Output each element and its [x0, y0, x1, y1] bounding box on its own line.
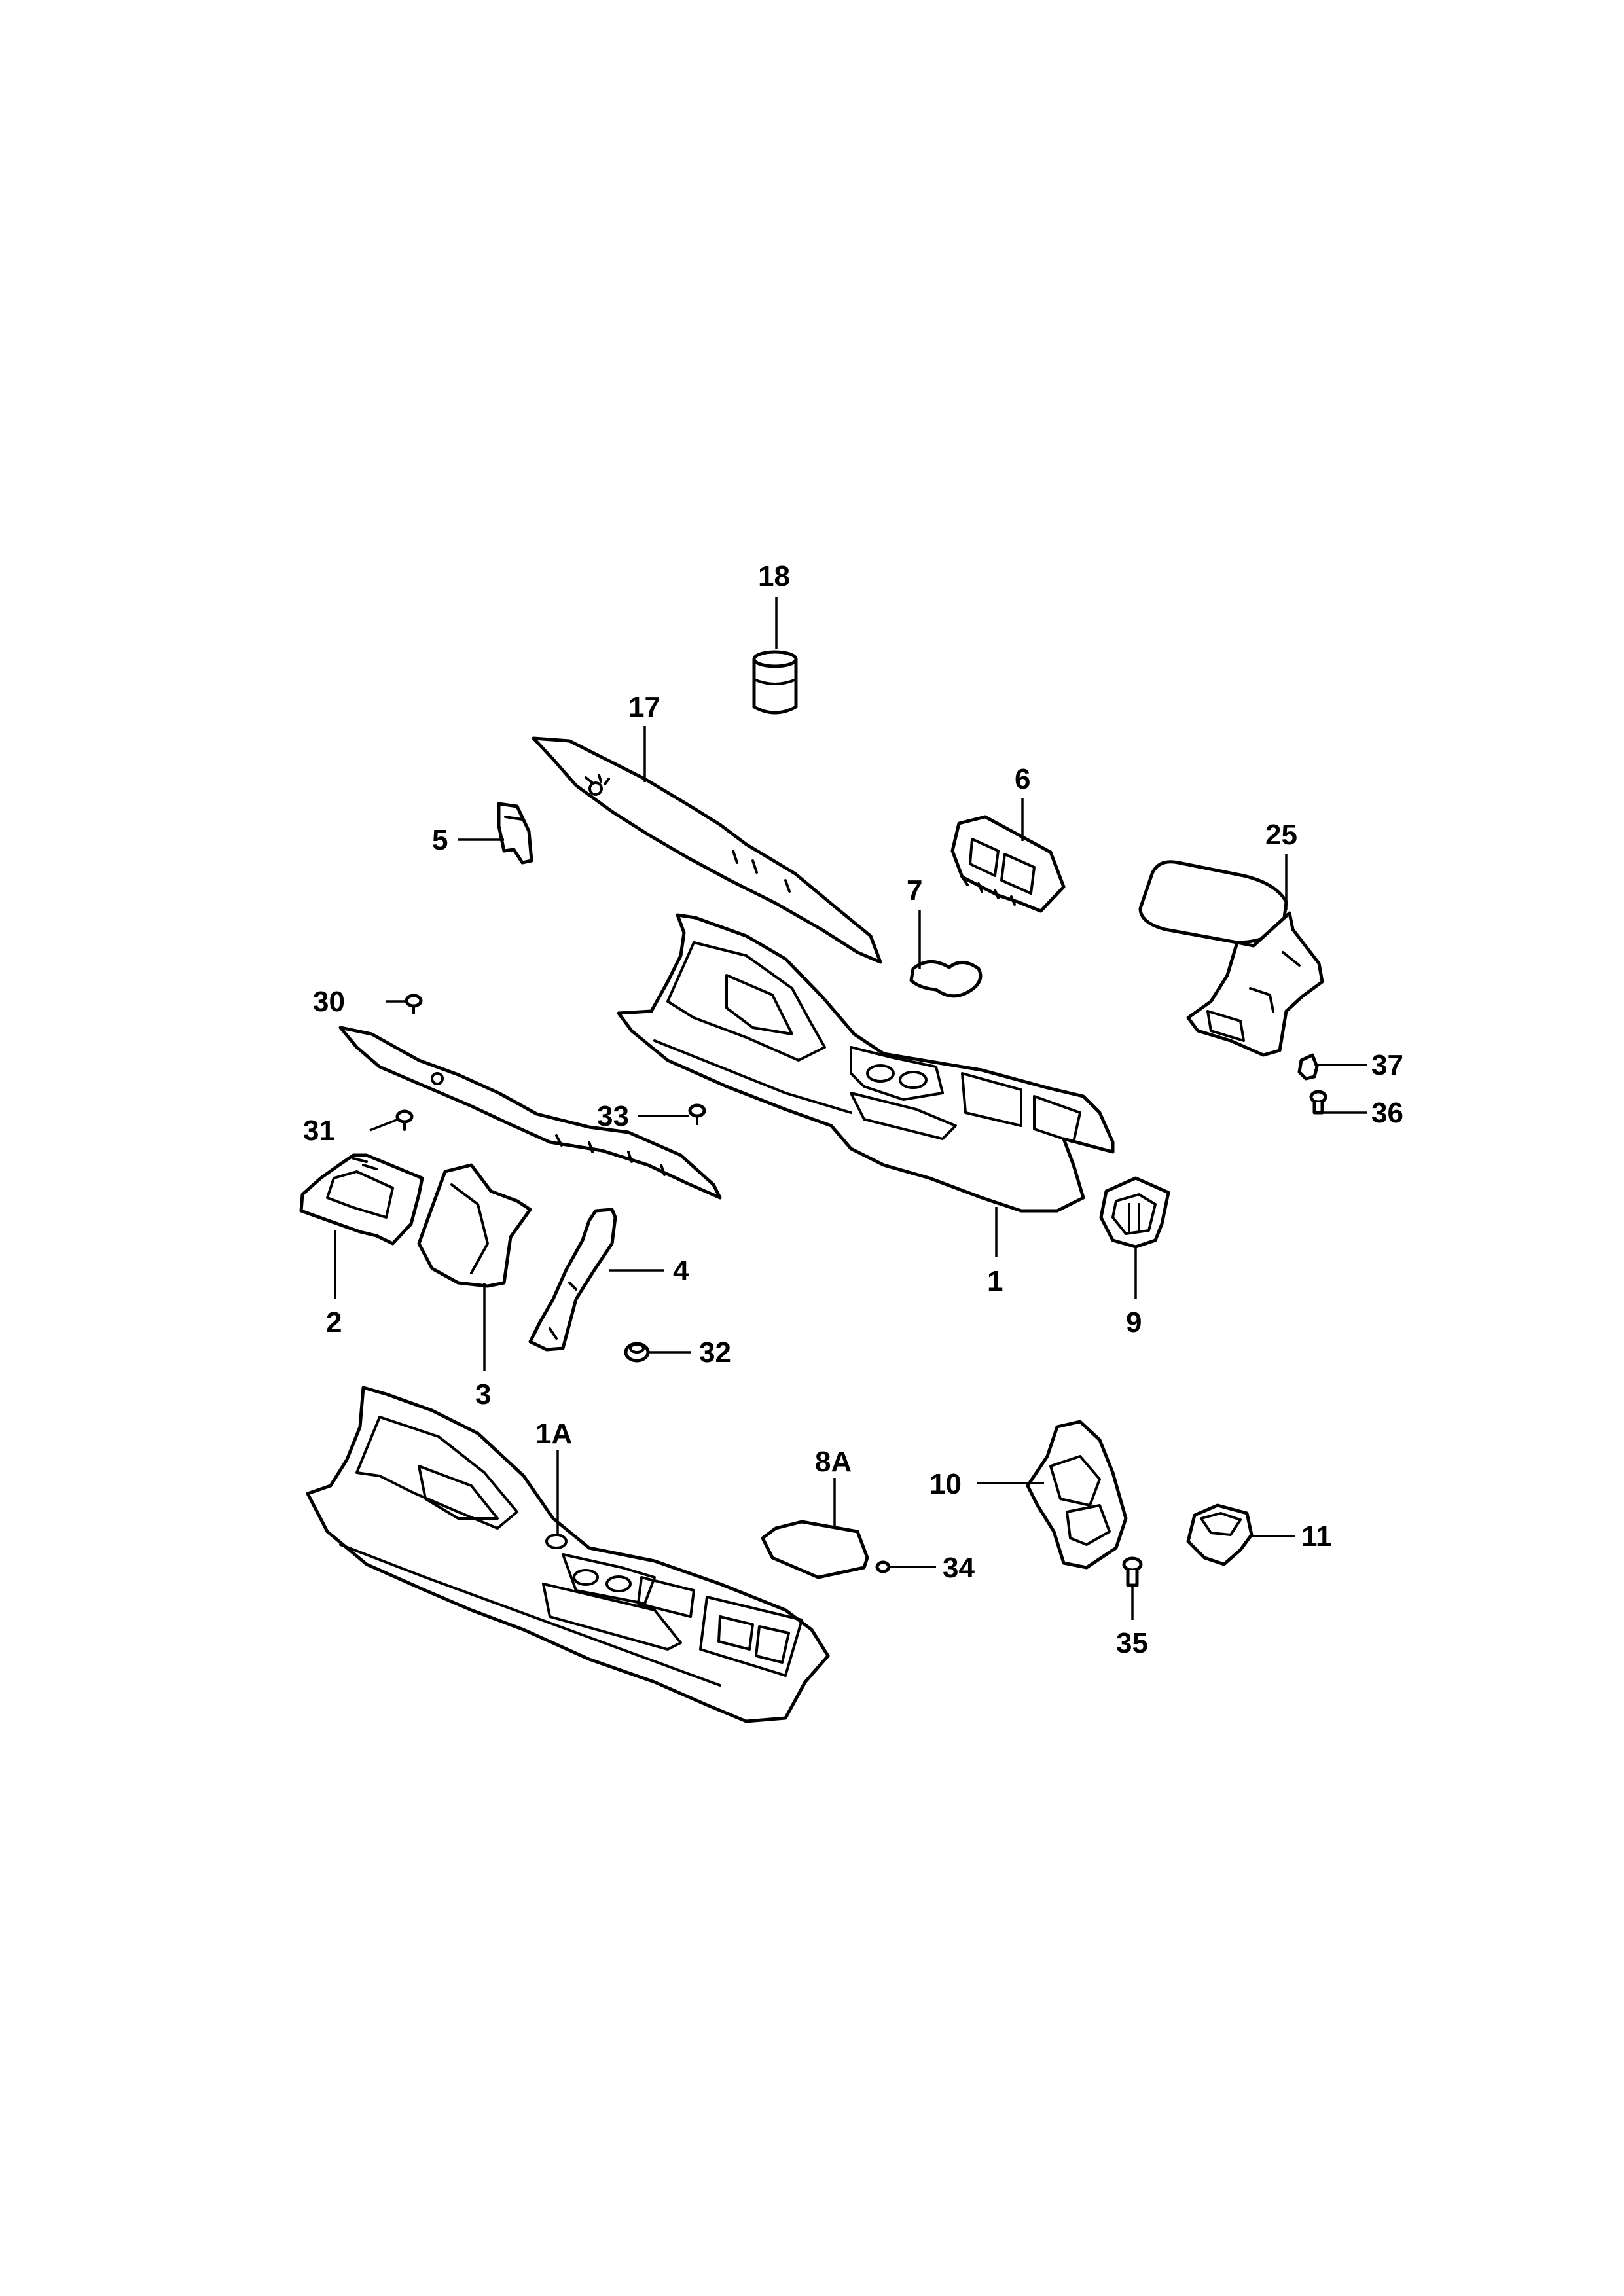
callout-labels: 18 17 5 6 7 25 30 37 36 31 33 4 1 9 2 32…: [303, 560, 1403, 1659]
callout-18: 18: [758, 560, 790, 592]
part-1A-center-console: [306, 1386, 830, 1723]
part-4-bracket: [528, 1208, 617, 1352]
callout-36: 36: [1371, 1097, 1403, 1129]
callout-1A: 1A: [535, 1418, 572, 1450]
callout-30: 30: [313, 986, 345, 1018]
callout-5: 5: [432, 824, 448, 856]
part-5-bracket: [497, 802, 533, 865]
part-31-screw: [395, 1109, 414, 1131]
callout-1: 1: [987, 1265, 1003, 1297]
part-30-screw: [405, 994, 423, 1014]
part-1-center-console: [617, 913, 1115, 1213]
part-18-knob: [752, 650, 798, 715]
callout-2: 2: [326, 1306, 342, 1338]
part-37-clip: [1297, 1053, 1319, 1081]
part-8A-cover: [761, 1520, 869, 1579]
callout-17: 17: [628, 691, 660, 723]
leader-lines: [334, 597, 1367, 1620]
callout-32: 32: [699, 1336, 731, 1369]
callout-31: 31: [303, 1115, 335, 1147]
part-7-mat: [909, 960, 983, 998]
callout-4: 4: [673, 1255, 689, 1287]
callout-9: 9: [1126, 1306, 1142, 1338]
part-2-bezel: [299, 1153, 424, 1246]
callout-3: 3: [475, 1378, 491, 1410]
callout-34: 34: [943, 1552, 975, 1584]
part-25-armrest: [1138, 860, 1324, 1057]
callout-10: 10: [929, 1468, 962, 1500]
part-3-curved-cover: [417, 1163, 532, 1288]
callout-11: 11: [1301, 1520, 1332, 1552]
part-11-switch: [1186, 1503, 1254, 1566]
callout-7: 7: [907, 874, 922, 906]
callout-8A: 8A: [815, 1446, 852, 1478]
callout-37: 37: [1371, 1049, 1403, 1081]
part-10-bezel: [1026, 1420, 1128, 1570]
part-35-bolt: [1122, 1556, 1143, 1587]
part-6-cupholder-insert: [950, 815, 1066, 913]
part-33-screw: [688, 1103, 706, 1125]
part-34-screw: [875, 1560, 891, 1573]
callout-6: 6: [1015, 763, 1030, 795]
callout-35: 35: [1116, 1627, 1148, 1659]
part-9-switch-panel: [1099, 1176, 1170, 1249]
callout-25: 25: [1265, 819, 1297, 851]
part-32-grommet: [624, 1342, 650, 1363]
part-36-bolt: [1309, 1090, 1327, 1115]
part-17-upper-trim: [532, 736, 882, 964]
callout-33: 33: [597, 1100, 629, 1132]
part-lower-trim-strip: [338, 1026, 722, 1200]
